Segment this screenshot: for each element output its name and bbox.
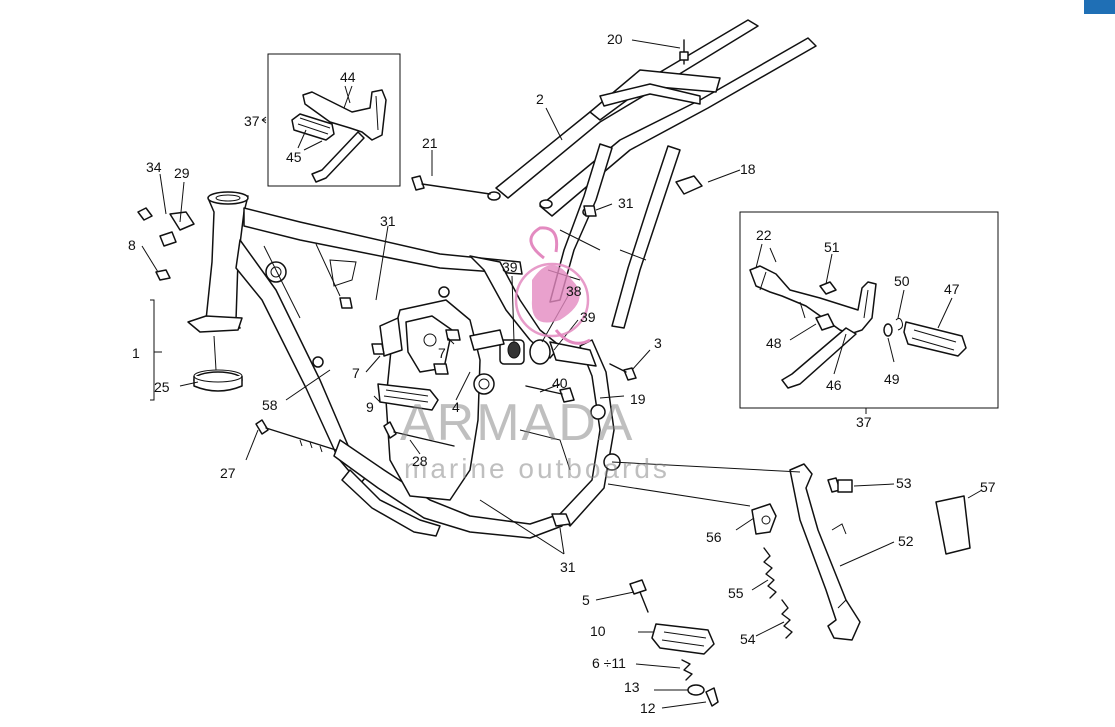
label-9: 9	[366, 399, 374, 415]
label-25: 25	[154, 379, 170, 395]
label-31b: 31	[618, 195, 634, 211]
label-54: 54	[740, 631, 756, 647]
loose-parts	[137, 175, 637, 527]
part-labels: 1 2 3 4 5 6 ÷11 7 7 8 9 10 12 13 18 19 2…	[128, 31, 996, 716]
label-56: 56	[706, 529, 722, 545]
label-6-11: 6 ÷11	[592, 655, 626, 671]
label-2: 2	[536, 91, 544, 107]
label-20: 20	[607, 31, 623, 47]
watermark: ARMADA marine outboards	[400, 226, 670, 484]
label-29: 29	[174, 165, 190, 181]
label-55: 55	[728, 585, 744, 601]
label-45: 45	[286, 149, 302, 165]
corner-button[interactable]	[1084, 0, 1115, 14]
label-49: 49	[884, 371, 900, 387]
footrest-inset-top	[261, 53, 401, 187]
label-4: 4	[452, 399, 460, 415]
label-57: 57	[980, 479, 996, 495]
label-44: 44	[340, 69, 356, 85]
label-1: 1	[132, 345, 140, 361]
label-53: 53	[896, 475, 912, 491]
label-46: 46	[826, 377, 842, 393]
label-48: 48	[766, 335, 782, 351]
label-28: 28	[412, 453, 428, 469]
label-39b: 39	[580, 309, 596, 325]
label-34: 34	[146, 159, 162, 175]
label-7b: 7	[352, 365, 360, 381]
label-51: 51	[824, 239, 840, 255]
rear-subframe	[487, 19, 817, 329]
label-38: 38	[566, 283, 582, 299]
label-50: 50	[894, 273, 910, 289]
watermark-tagline: marine outboards	[404, 453, 670, 484]
label-7a: 7	[438, 345, 446, 361]
label-3: 3	[654, 335, 662, 351]
label-5: 5	[582, 592, 590, 608]
sidestand-group	[607, 461, 971, 641]
label-18: 18	[740, 161, 756, 177]
label-37a: 37	[244, 113, 260, 129]
leader-lines	[141, 39, 983, 709]
label-19: 19	[630, 391, 646, 407]
watermark-brand: ARMADA	[400, 394, 634, 452]
label-31c: 31	[560, 559, 576, 575]
label-22: 22	[756, 227, 772, 243]
label-40: 40	[552, 375, 568, 391]
label-39a: 39	[502, 259, 518, 275]
label-58: 58	[262, 397, 278, 413]
label-10: 10	[590, 623, 606, 639]
label-12: 12	[640, 700, 656, 716]
footpeg-group	[629, 579, 719, 707]
label-31a: 31	[380, 213, 396, 229]
label-52: 52	[898, 533, 914, 549]
label-37b: 37	[856, 414, 872, 430]
label-21: 21	[422, 135, 438, 151]
label-27: 27	[220, 465, 236, 481]
label-8: 8	[128, 237, 136, 253]
label-47: 47	[944, 281, 960, 297]
label-13: 13	[624, 679, 640, 695]
footrest-inset-right	[739, 211, 999, 414]
